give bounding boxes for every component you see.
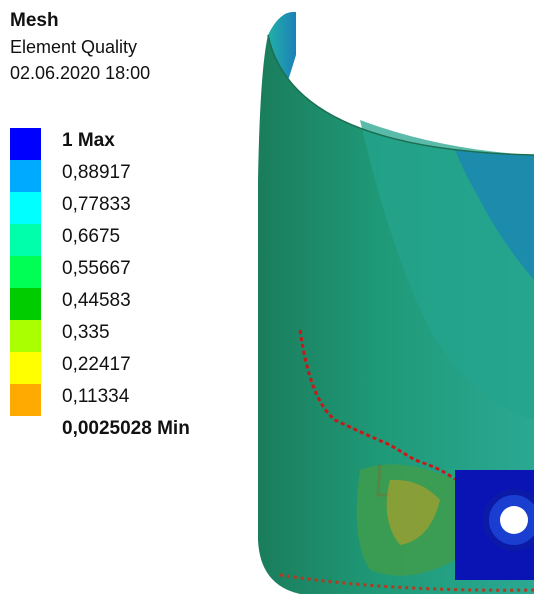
result-type-label: Mesh (10, 10, 59, 31)
legend-swatch-7 (10, 352, 41, 384)
legend-label: 0,44583 (62, 290, 131, 311)
legend-label: 0,88917 (62, 162, 131, 183)
legend-label: 0,22417 (62, 354, 131, 375)
legend-swatch-3 (10, 224, 41, 256)
legend-label: 0,77833 (62, 194, 131, 215)
legend-label-max: 1 Max (62, 130, 115, 151)
legend-swatch-8 (10, 384, 41, 416)
legend-label-min: 0,0025028 Min (62, 418, 190, 439)
legend-label: 0,55667 (62, 258, 131, 279)
legend-label: 0,335 (62, 322, 110, 343)
defect-path (279, 573, 534, 592)
legend-swatch-6 (10, 320, 41, 352)
legend-label: 0,11334 (62, 386, 130, 407)
blue-zone (455, 150, 534, 280)
defect-path (298, 329, 457, 482)
rim-edge (267, 34, 534, 156)
legend-swatch-1 (10, 160, 41, 192)
legend-swatch-0 (10, 128, 41, 160)
legend-swatch-5 (10, 288, 41, 320)
legend-swatch-2 (10, 192, 41, 224)
timestamp-label: 02.06.2020 18:00 (10, 63, 151, 83)
mesh-viewport[interactable] (240, 0, 534, 594)
flange-hole (500, 506, 528, 534)
legend-label: 0,6675 (62, 226, 121, 247)
legend-swatch-4 (10, 256, 41, 288)
mixed-patch (386, 479, 440, 545)
result-header: Mesh Element Quality 02.06.2020 18:00 (10, 8, 150, 86)
cylindrical-shell-mesh-icon (258, 11, 534, 594)
quantity-label: Element Quality (10, 37, 138, 57)
